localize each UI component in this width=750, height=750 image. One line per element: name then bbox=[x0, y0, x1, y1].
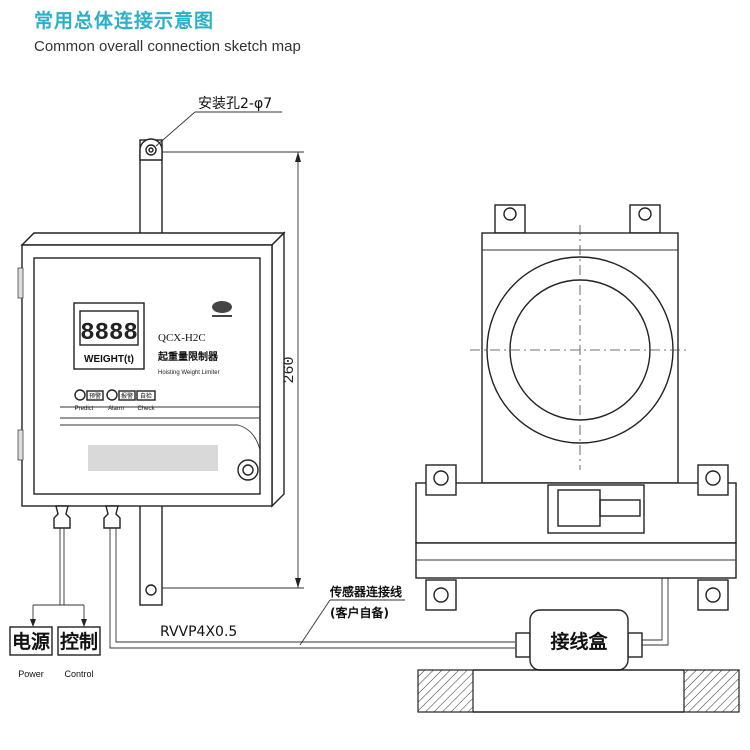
model-name: QCX-H2C bbox=[158, 332, 206, 344]
cable-glands bbox=[53, 505, 121, 529]
power-label-en: Power bbox=[18, 669, 44, 679]
height-dimension: 260 bbox=[162, 151, 304, 589]
predict-label-en: Predict bbox=[75, 406, 94, 412]
control-label-zh: 控制 bbox=[60, 630, 98, 653]
brand-logo bbox=[212, 301, 232, 317]
dimension-label: 260 bbox=[281, 356, 298, 383]
sensor-cable-note: (客户自备) bbox=[330, 605, 389, 620]
title-english: Common overall connection sketch map bbox=[34, 38, 301, 55]
device-name-en: Hoisting Weight Limiter bbox=[158, 370, 220, 376]
alarm-label-zh: 报警 bbox=[121, 392, 133, 400]
title-chinese: 常用总体连接示意图 bbox=[34, 10, 215, 32]
sensor-cable: RVVP4X0.5 传感器连接线 (客户自备) bbox=[109, 528, 515, 649]
predict-indicator: 预警 Predict bbox=[74, 389, 104, 412]
blurred-label-area bbox=[88, 445, 218, 471]
display-digits: 8888 bbox=[80, 320, 138, 347]
alarm-label-en: Alarm bbox=[108, 406, 124, 412]
check-label-zh: 自检 bbox=[140, 392, 152, 400]
predict-label-zh: 预警 bbox=[89, 392, 101, 400]
check-indicator: 自检 Check bbox=[136, 390, 156, 412]
power-output: 电源 Power bbox=[9, 626, 53, 679]
mount-hole-callout: 安装孔2-φ7 bbox=[155, 96, 282, 147]
check-label-en: Check bbox=[137, 406, 155, 412]
weight-unit-label: WEIGHT(t) bbox=[84, 354, 134, 365]
junction-box-label: 接线盒 bbox=[550, 630, 608, 653]
controller-box bbox=[17, 231, 286, 508]
output-wiring bbox=[30, 528, 87, 627]
load-sensor-assembly bbox=[415, 204, 740, 713]
knob-icon bbox=[237, 459, 259, 481]
mount-hole-label: 安装孔2-φ7 bbox=[198, 96, 272, 112]
device-name-zh: 起重量限制器 bbox=[157, 350, 219, 363]
control-output: 控制 Control bbox=[57, 626, 101, 679]
power-label-zh: 电源 bbox=[12, 630, 50, 653]
cable-type-label: RVVP4X0.5 bbox=[160, 624, 237, 640]
alarm-indicator: 报警 Alarm bbox=[106, 389, 136, 412]
weight-display: 8888 WEIGHT(t) bbox=[73, 302, 145, 370]
sensor-cable-label: 传感器连接线 bbox=[329, 584, 402, 599]
control-label-en: Control bbox=[64, 669, 93, 679]
